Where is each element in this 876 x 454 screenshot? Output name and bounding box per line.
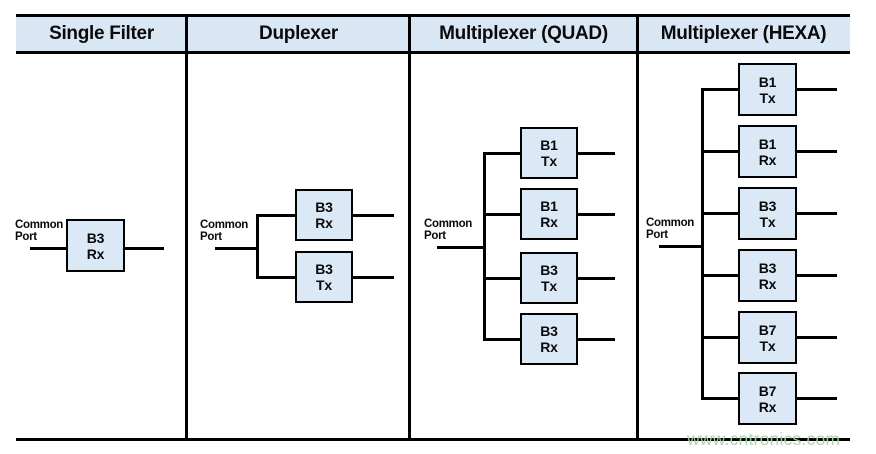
common-port-label: Common Port — [15, 219, 64, 243]
branch-line — [486, 213, 520, 216]
common-port-label: Common Port — [424, 218, 473, 242]
column-header-duplexer: Duplexer — [259, 23, 338, 44]
filter-block: B3 Rx — [520, 313, 578, 365]
filter-band-label: B7 — [758, 382, 777, 399]
header-row: Single Filter Duplexer Multiplexer (QUAD… — [16, 14, 850, 54]
filter-path-label: Rx — [758, 151, 777, 168]
filter-band-label: B3 — [758, 259, 777, 276]
filter-path-label: Tx — [759, 337, 776, 354]
column-separator — [636, 14, 639, 441]
filter-band-label: B3 — [315, 199, 333, 215]
filter-band-label: B1 — [758, 135, 777, 152]
branch-line — [486, 277, 520, 280]
filter-band-label: B3 — [540, 262, 558, 278]
output-line — [797, 150, 837, 153]
branch-line — [704, 150, 738, 153]
filter-path-label: Rx — [758, 275, 777, 292]
filter-path-label: Tx — [541, 153, 557, 169]
output-line — [797, 274, 837, 277]
common-port-label: Common Port — [646, 217, 695, 241]
filter-band-label: B3 — [86, 229, 105, 246]
branch-line — [704, 88, 738, 91]
filter-block: B3 Rx — [738, 249, 797, 302]
filter-block: B3 Rx — [295, 189, 353, 241]
output-line — [578, 277, 615, 280]
column-separator — [408, 14, 411, 441]
output-line — [353, 276, 394, 279]
bus-line — [256, 214, 259, 279]
filter-path-label: Tx — [541, 278, 557, 294]
branch-line — [704, 397, 738, 400]
filter-block: B1 Tx — [520, 127, 578, 179]
branch-line — [704, 336, 738, 339]
filter-band-label: B3 — [540, 323, 558, 339]
filter-block: B3 Rx — [66, 219, 125, 272]
output-line — [578, 213, 615, 216]
filter-block: B3 Tx — [738, 187, 797, 240]
filter-block: B7 Tx — [738, 311, 797, 364]
filter-block: B7 Rx — [738, 372, 797, 425]
filter-path-label: Tx — [759, 89, 776, 106]
filter-band-label: B3 — [758, 197, 777, 214]
column-header-multiplexer-quad: Multiplexer (QUAD) — [439, 23, 608, 44]
output-line — [797, 397, 837, 400]
filter-path-label: Tx — [316, 277, 332, 293]
filter-path-label: Rx — [540, 214, 558, 230]
common-port-line — [437, 246, 485, 249]
branch-line — [486, 152, 520, 155]
common-port-line — [30, 247, 67, 250]
branch-line — [486, 338, 520, 341]
branch-line — [704, 212, 738, 215]
filter-path-label: Rx — [758, 398, 777, 415]
output-line — [797, 212, 837, 215]
filter-path-label: Rx — [315, 215, 333, 231]
watermark-text: www.cntronics.com — [687, 429, 841, 449]
filter-block: B1 Tx — [738, 63, 797, 116]
column-header-multiplexer-hexa: Multiplexer (HEXA) — [660, 23, 827, 44]
output-line — [353, 214, 394, 217]
common-port-line — [659, 245, 703, 248]
bottom-border-line — [16, 438, 850, 441]
column-header-single-filter: Single Filter — [49, 23, 154, 44]
filter-path-label: Rx — [86, 245, 105, 262]
common-port-label: Common Port — [200, 219, 249, 243]
output-line — [125, 247, 164, 250]
output-line — [578, 152, 615, 155]
bus-line — [483, 152, 486, 341]
bus-line — [701, 88, 704, 400]
output-line — [578, 338, 615, 341]
filter-band-label: B1 — [758, 73, 777, 90]
filter-block: B3 Tx — [295, 251, 353, 303]
branch-line — [259, 214, 295, 217]
filter-band-label: B1 — [540, 198, 558, 214]
filter-band-label: B3 — [315, 261, 333, 277]
filter-band-label: B1 — [540, 137, 558, 153]
branch-line — [259, 276, 295, 279]
filter-block: B1 Rx — [520, 188, 578, 240]
output-line — [797, 336, 837, 339]
filter-band-label: B7 — [758, 321, 777, 338]
column-separator — [185, 14, 188, 441]
filter-block: B1 Rx — [738, 125, 797, 178]
filter-path-label: Tx — [759, 213, 776, 230]
branch-line — [704, 274, 738, 277]
common-port-line — [215, 247, 259, 250]
output-line — [797, 88, 837, 91]
filter-path-label: Rx — [540, 339, 558, 355]
filter-block: B3 Tx — [520, 252, 578, 304]
